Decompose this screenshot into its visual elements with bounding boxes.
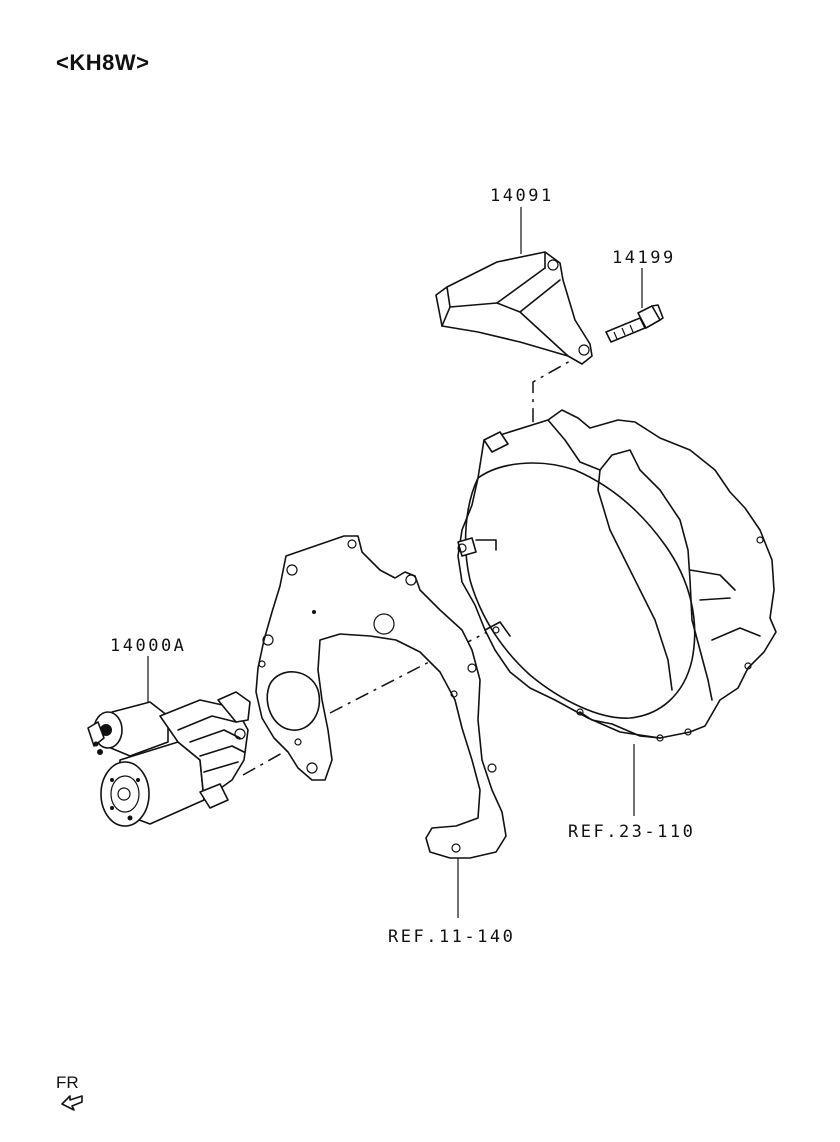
bracket-part [435,251,593,365]
bellhousing-part [457,409,777,742]
label-ref-bellhousing: REF.23-110 [568,822,696,842]
label-bracket-14091: 14091 [490,186,554,206]
front-arrow-icon [61,1095,83,1111]
starter-motor-part [87,691,251,827]
front-orientation-label: FR [56,1073,79,1092]
label-starter-14000a: 14000A [110,636,187,656]
label-ref-plate: REF.11-140 [388,927,516,947]
bolt-part [605,304,664,343]
model-code-title: <KH8W> [56,50,150,75]
label-bolt-14199: 14199 [612,248,676,268]
leader-lines [147,207,643,918]
engine-plate-part [255,535,507,859]
